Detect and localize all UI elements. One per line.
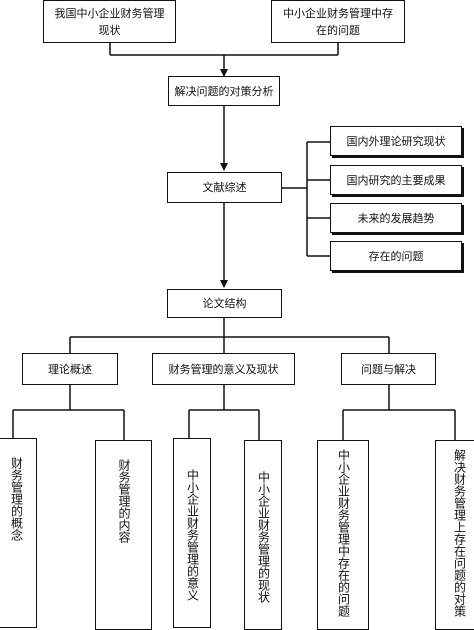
leaf-countermeasures: 解决财务管理上存在问题的对策	[435, 440, 474, 630]
solution-analysis-box: 解决问题的对策分析	[168, 76, 280, 106]
leaf-label: 解决财务管理上存在问题的对策	[452, 449, 467, 617]
leaf-significance: 中小企业财务管理的意义	[173, 438, 211, 628]
section-label: 财务管理的意义及现状	[168, 362, 279, 376]
literature-item-main-results: 国内研究的主要成果	[330, 165, 462, 195]
leaf-status: 中小企业财务管理的现状	[244, 440, 282, 630]
literature-item-label: 国内外理论研究现状	[346, 134, 446, 148]
leaf-label: 中小企业财务管理的现状	[256, 471, 271, 603]
thesis-structure-label: 论文结构	[202, 297, 247, 310]
solution-analysis-label: 解决问题的对策分析	[174, 84, 274, 98]
literature-review-box: 文献综述	[167, 172, 282, 203]
literature-item-label: 存在的问题	[368, 249, 424, 263]
section-problems-solutions: 问题与解决	[341, 353, 436, 385]
leaf-concept: 财务管理的概念	[0, 438, 37, 628]
literature-item-research-status: 国内外理论研究现状	[330, 126, 462, 156]
leaf-label: 财务管理的概念	[9, 457, 24, 541]
existing-problems-box: 中小企业财务管理中存在的问题	[271, 0, 405, 43]
section-label: 问题与解决	[361, 362, 416, 376]
section-label: 理论概述	[48, 362, 92, 376]
leaf-label: 中小企业财务管理中存在的问题	[336, 449, 351, 617]
section-theory-overview: 理论概述	[22, 353, 118, 385]
literature-review-label: 文献综述	[202, 181, 247, 194]
existing-problems-label: 中小企业财务管理中存在的问题	[283, 6, 393, 37]
literature-item-label: 未来的发展趋势	[357, 211, 435, 225]
leaf-label: 财务管理的内容	[117, 459, 131, 543]
current-status-label: 我国中小企业财务管理现状	[54, 6, 165, 37]
literature-item-future-trends: 未来的发展趋势	[330, 203, 462, 233]
current-status-box: 我国中小企业财务管理现状	[43, 0, 176, 43]
section-significance-status: 财务管理的意义及现状	[152, 353, 295, 385]
leaf-existing-problems: 中小企业财务管理中存在的问题	[317, 440, 369, 630]
leaf-content: 财务管理的内容	[95, 440, 152, 630]
leaf-label: 中小企业财务管理的意义	[185, 469, 200, 601]
thesis-structure-box: 论文结构	[167, 289, 282, 318]
literature-item-label: 国内研究的主要成果	[346, 173, 446, 187]
literature-item-existing-problems: 存在的问题	[330, 241, 462, 271]
